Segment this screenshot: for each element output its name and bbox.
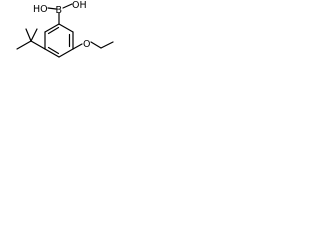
ring-bond xyxy=(44,48,60,58)
boronic-acid-structure: B HO OH O xyxy=(16,0,114,58)
hydroxyl-label-right: OH xyxy=(72,0,87,11)
ether-oxygen-label: O xyxy=(83,39,90,50)
tertbutyl-methyl-bond xyxy=(25,28,32,42)
boron-hydroxyl-bond xyxy=(47,7,57,10)
tertbutyl-methyl-bond xyxy=(16,40,32,50)
boron-label: B xyxy=(56,5,63,16)
ring-bond xyxy=(58,23,74,33)
ring-double-bond xyxy=(47,26,60,35)
ring-bond xyxy=(58,48,74,58)
ethyl-bond xyxy=(100,41,114,49)
hydroxyl-label-left: HO xyxy=(33,4,48,15)
benzene-ring xyxy=(44,23,74,58)
boron-hydroxyl-bond xyxy=(62,3,73,9)
oxygen-ethyl-bond xyxy=(90,41,102,49)
tertbutyl-methyl-bond xyxy=(30,28,38,42)
ring-tertbutyl-bond xyxy=(30,40,46,50)
ring-double-bond xyxy=(47,46,60,55)
ring-bond xyxy=(44,23,60,33)
carbon-oxygen-bond xyxy=(72,43,83,50)
